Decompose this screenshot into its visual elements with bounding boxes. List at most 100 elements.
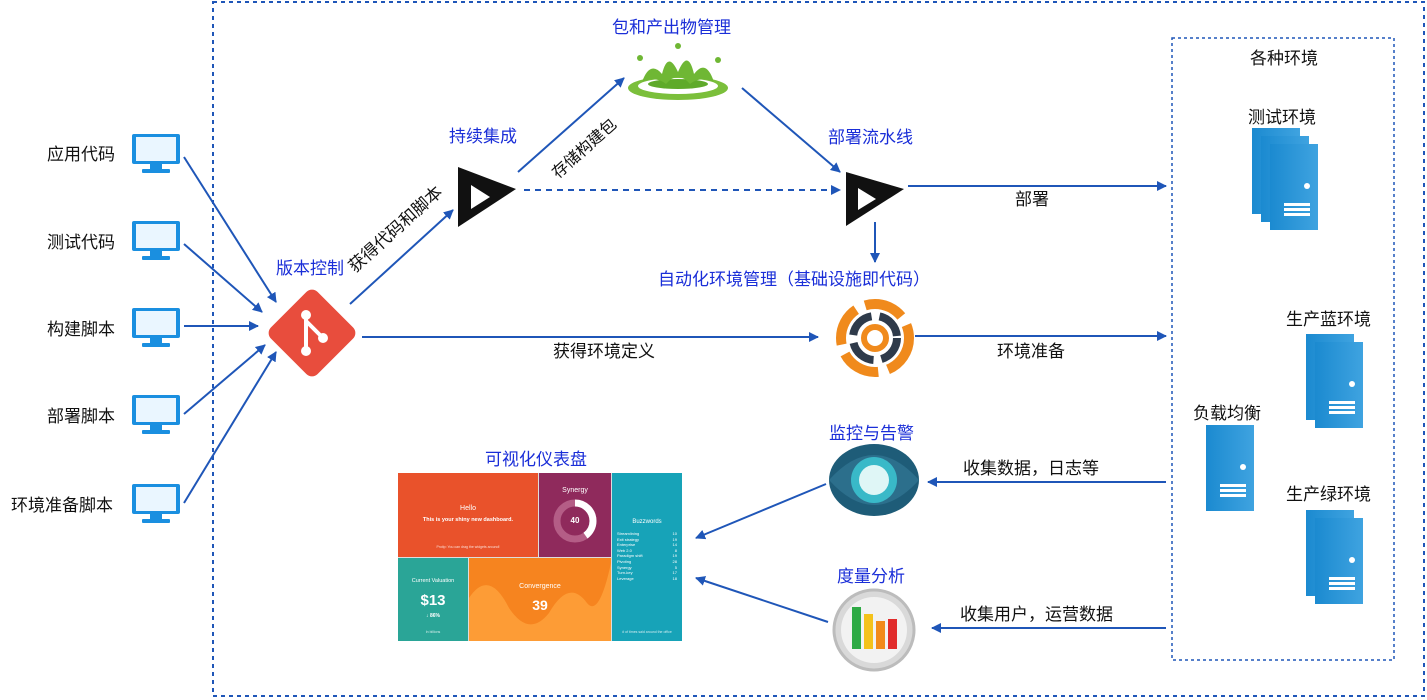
env-label-blue: 生产蓝环境 [1286,310,1371,330]
arrow-metrics-dashboard [695,576,829,623]
buzzword-term: Paradigm shift [617,553,643,559]
server-icon [1315,518,1363,604]
buzzword-count: 17 [672,570,677,576]
buzzword-count: 18 [672,575,677,581]
dashboard-label: 可视化仪表盘 [485,450,587,470]
arrow-artifact-pipeline [741,87,841,173]
source-arrows [183,156,277,504]
monitor-icon [132,134,180,173]
buzzword-row: Leverage 18 [617,576,677,582]
monitor-icon [132,484,180,523]
source-monitors [132,134,180,523]
convergence-tile: Convergence 39 [469,558,611,641]
source-label: 应用代码 [47,145,115,165]
monitor-icon [132,395,180,434]
git-icon [268,289,356,377]
eye-icon [829,444,919,516]
buzzword-term: Web 2.0 [617,547,632,553]
valuation-value: $13 [420,592,446,609]
edge-label-env-prep: 环境准备 [997,342,1065,362]
convergence-title: Convergence [519,583,561,590]
synergy-title: Synergy [562,487,588,494]
hello-tile: Hello This is your shiny new dashboard. … [398,473,538,557]
environments-boundary [1171,37,1395,661]
buzzword-term: Exit strategy [617,536,640,542]
buzzword-row: Pivoting 28 [617,559,677,565]
buzzword-count: 14 [672,542,677,548]
monitor-icon [132,308,180,347]
valuation-change: ↓ 86% [398,613,468,619]
edge-label-collect-ops: 收集用户，运营数据 [960,605,1113,625]
server-icon [1315,342,1363,428]
buzzword-row: Streamlining 10 [617,531,677,537]
edge-label-deploy: 部署 [1015,190,1049,210]
hello-note: Protip: You can drag the widgets around! [436,545,500,549]
buzzword-row: Synergy 5 [617,565,677,571]
server-icon [1270,144,1318,230]
buzzwords-note: # of times said around the office [622,630,672,634]
server-icon [1206,425,1254,511]
infra-label: 自动化环境管理（基础设施即代码） [658,270,930,290]
source-label: 测试代码 [47,233,115,253]
source-label: 环境准备脚本 [11,496,113,516]
hello-title: Hello [460,505,476,512]
infra-ring-icon [836,299,914,377]
env-label-lb: 负载均衡 [1193,404,1261,424]
server-stack-green [1306,510,1363,604]
convergence-value: 39 [532,597,548,613]
env-label-green: 生产绿环境 [1286,485,1371,505]
ci-label: 持续集成 [449,127,517,147]
server-stack-test [1252,128,1318,230]
dashboard-thumbnail: Hello This is your shiny new dashboard. … [398,473,682,641]
buzzword-term: Streamlining [617,531,640,536]
buzzword-count: 5 [674,564,677,570]
buzzword-count: 10 [672,531,677,536]
pipeline-label: 部署流水线 [828,128,913,148]
down-arrow-icon: ↓ [426,613,430,619]
arrow-monitor-dashboard [695,483,827,540]
valuation-tile: Current Valuation $13 ↓ 86% In billions [398,558,468,641]
environments-title: 各种环境 [1250,49,1318,69]
buzzword-count: 19 [672,536,677,542]
buzzwords-title: Buzzwords [632,519,662,525]
monitor-icon [132,221,180,260]
synergy-gauge [553,499,597,543]
source-label: 部署脚本 [47,407,115,427]
edge-label-get-env: 获得环境定义 [553,342,655,362]
artifact-label: 包和产出物管理 [612,18,731,38]
buzzword-row: Turn-key 17 [617,570,677,576]
buzzword-term: Synergy [617,564,632,570]
arrow-ci-artifact [517,77,625,173]
buzzword-term: Pivoting [617,558,632,564]
source-label: 构建脚本 [47,320,115,340]
buzzword-count: 8 [674,547,677,553]
edge-label-collect-logs: 收集数据，日志等 [963,459,1099,479]
vcs-label: 版本控制 [276,259,344,279]
convergence-area-chart [469,563,611,641]
valuation-change-value: 86% [429,613,440,619]
hello-subtitle: This is your shiny new dashboard. [422,517,514,523]
buzzword-term: Turn-key [617,570,633,576]
synergy-tile: Synergy 40 [539,473,611,557]
buzzword-row: Paradigm shift 19 [617,553,677,559]
buzzword-row: Web 2.0 8 [617,548,677,554]
monitor-label: 监控与告警 [829,424,914,444]
valuation-title: Current Valuation [411,578,455,584]
arrow-git-ci [349,209,454,305]
server-stack-blue [1306,334,1363,428]
synergy-value: 40 [570,516,580,525]
buzzword-term: Enterprise [617,542,636,548]
system-boundary [212,1,1425,697]
bar-chart-icon [832,588,916,672]
buzzword-count: 28 [672,558,677,564]
buzzword-count: 19 [672,553,677,559]
buzzword-term: Leverage [617,575,634,581]
buzzword-row: Exit strategy 19 [617,537,677,543]
splash-icon [628,43,728,100]
env-label-test: 测试环境 [1248,108,1316,128]
metrics-label: 度量分析 [837,567,905,587]
